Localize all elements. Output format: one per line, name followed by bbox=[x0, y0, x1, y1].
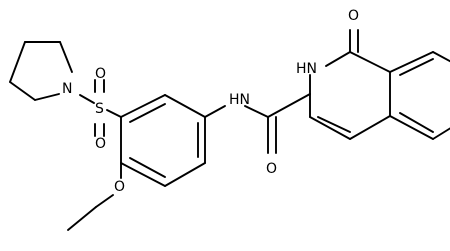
amide-linker bbox=[204, 93, 311, 154]
pyrrolidine-nitrogen-label: N bbox=[62, 81, 72, 97]
sulfonyl-oxygen-top-label: O bbox=[95, 66, 106, 82]
isoquinolinone-core bbox=[309, 29, 450, 140]
ether-oxygen-label: O bbox=[114, 179, 125, 195]
ring-nh-label: HN bbox=[296, 61, 317, 77]
oxo-oxygen-label: O bbox=[348, 8, 359, 24]
benzene-ring bbox=[120, 94, 206, 187]
sulfonyl-oxygen-bottom-label: O bbox=[95, 136, 106, 152]
amide-oxygen-label: O bbox=[266, 161, 277, 177]
ethoxy-group bbox=[67, 162, 122, 231]
amide-nh-label: HN bbox=[229, 92, 250, 108]
sulfonyl-group bbox=[79, 79, 122, 137]
sulfur-label: S bbox=[95, 101, 104, 117]
pyrrolidine-ring bbox=[9, 41, 73, 101]
